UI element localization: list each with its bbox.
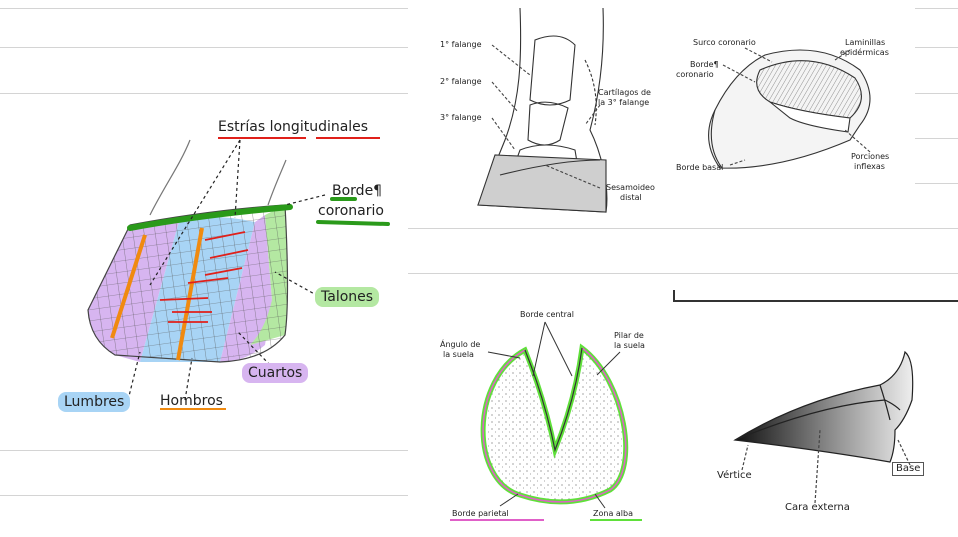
porciones-label-line2: inflexas <box>854 162 885 171</box>
orange-stripe <box>176 227 204 361</box>
ruled-line <box>0 8 408 9</box>
talones-label: Talones <box>315 287 380 307</box>
cartilagos-label-line1: Cartílagos de <box>598 88 651 97</box>
base-label: Base <box>892 462 925 476</box>
ruled-line <box>915 8 958 9</box>
cartilagos-label-line2: la 3° falange <box>598 98 650 107</box>
sesamoideo-label-line2: distal <box>620 193 642 202</box>
falange3-label: 3° falange <box>440 113 482 122</box>
pilar-label-line1: Pilar de <box>614 331 644 340</box>
vertice-label: Vértice <box>717 470 752 481</box>
red-stripes <box>159 231 249 323</box>
hombros-label: Hombros <box>160 393 223 409</box>
ruled-line <box>408 228 958 229</box>
orange-stripe <box>110 234 147 339</box>
hoof-zones-drawing <box>87 137 390 410</box>
borde-basal-label: Borde basal <box>676 163 724 172</box>
falange1-label: 1° falange <box>440 40 482 49</box>
cuartos-label: Cuartos <box>242 363 309 383</box>
wall-drawing <box>708 47 871 169</box>
cara-externa-label: Cara externa <box>785 502 850 513</box>
bones-drawing <box>477 7 608 213</box>
wall-borde-label-line2: coronario <box>676 70 714 79</box>
separator-line <box>673 300 958 302</box>
sole-drawing <box>450 321 642 521</box>
porciones-label-line1: Porciones <box>851 152 890 161</box>
ruled-line <box>0 450 408 451</box>
laminillas-label-line1: Laminillas <box>845 38 886 47</box>
frog-drawing <box>733 350 914 504</box>
angulo-label-line2: la suela <box>443 350 474 359</box>
lumbres-label: Lumbres <box>58 392 131 412</box>
ruled-line <box>0 47 408 48</box>
separator-tick <box>673 290 675 302</box>
ruled-line <box>0 93 408 94</box>
borde-parietal-label: Borde parietal <box>452 509 509 518</box>
surco-label: Surco coronario <box>693 38 756 47</box>
zona-alba-label: Zona alba <box>593 509 633 518</box>
sesamoideo-label-line1: Sesamoideo <box>606 183 655 192</box>
wall-borde-label-line1: Borde¶ <box>690 60 719 69</box>
angulo-label-line1: Ángulo de <box>440 340 481 349</box>
falange2-label: 2° falange <box>440 77 482 86</box>
estrias-label: Estrías longitudinales <box>218 119 369 135</box>
ruled-line <box>0 495 408 496</box>
laminillas-label-line2: epidérmicas <box>840 48 889 57</box>
ruled-line <box>915 47 958 48</box>
coronary-band-mark <box>127 204 293 231</box>
ruled-line <box>408 273 958 274</box>
borde-coronario-label-line1: Borde¶ <box>332 183 383 199</box>
borde-central-label: Borde central <box>520 310 575 319</box>
ruled-line <box>915 93 958 94</box>
ruled-line <box>915 138 958 139</box>
borde-coronario-label-line2: coronario <box>318 203 384 219</box>
pilar-label-line2: la suela <box>614 341 645 350</box>
ruled-line <box>915 183 958 184</box>
